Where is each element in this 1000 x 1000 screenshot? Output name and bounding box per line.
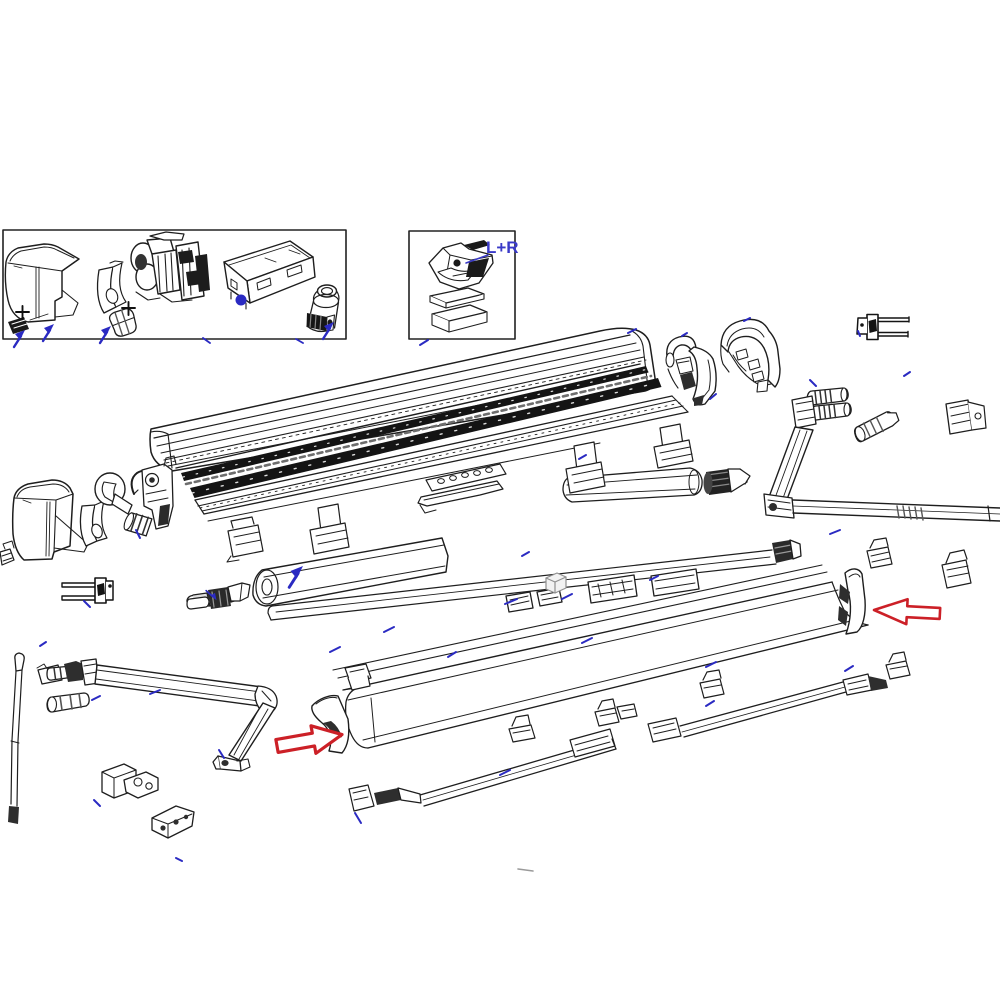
svg-text:L+R: L+R bbox=[486, 238, 519, 257]
